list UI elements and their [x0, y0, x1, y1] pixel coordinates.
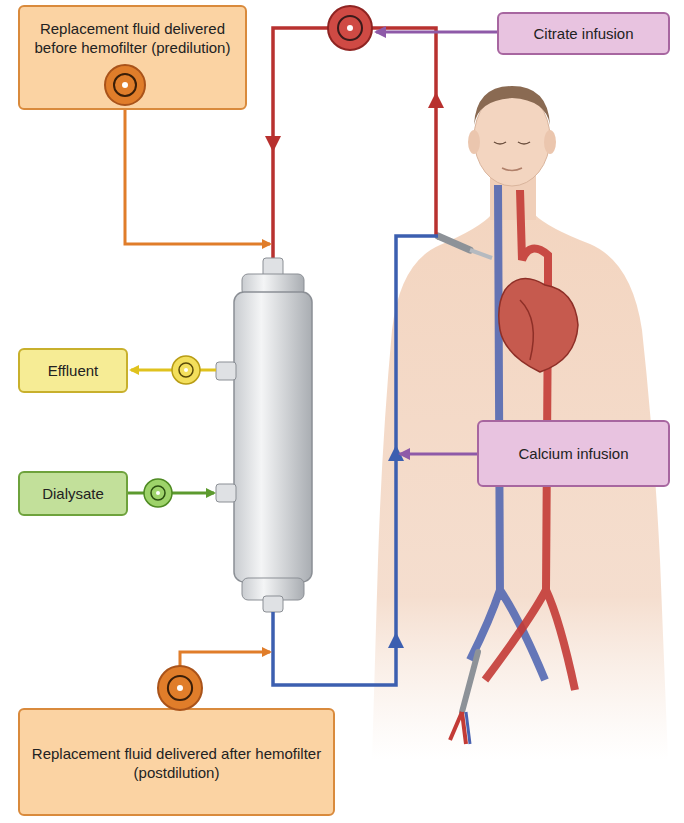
dialysate-pump [144, 479, 172, 507]
dialysate-box: Dialysate [18, 471, 128, 516]
predilution-arrow [125, 108, 270, 244]
citrate-arrow [376, 31, 497, 34]
box-label: Citrate infusion [533, 24, 633, 43]
infusion-box: Calcium infusion [477, 420, 670, 487]
box-label: Calcium infusion [518, 444, 628, 463]
box-label: Replacement fluid delivered before hemof… [30, 19, 235, 57]
box-label: Dialysate [42, 484, 104, 503]
box-label: Effluent [48, 361, 99, 380]
venous-line [273, 236, 438, 685]
replacement-fluid-box: Replacement fluid delivered before hemof… [18, 5, 247, 110]
arterial-line [265, 6, 444, 262]
postdilution-arrow [180, 652, 270, 666]
hemofilter [216, 258, 312, 612]
effluent-box: Effluent [18, 348, 128, 393]
replacement-fluid-box: Replacement fluid delivered after hemofi… [18, 708, 335, 816]
pump-symbol [156, 664, 204, 712]
calcium-arrow [400, 453, 477, 456]
box-label: Replacement fluid delivered after hemofi… [30, 744, 323, 782]
pump-symbol [103, 63, 147, 107]
infusion-box: Citrate infusion [497, 12, 670, 55]
effluent-pump [172, 356, 200, 384]
